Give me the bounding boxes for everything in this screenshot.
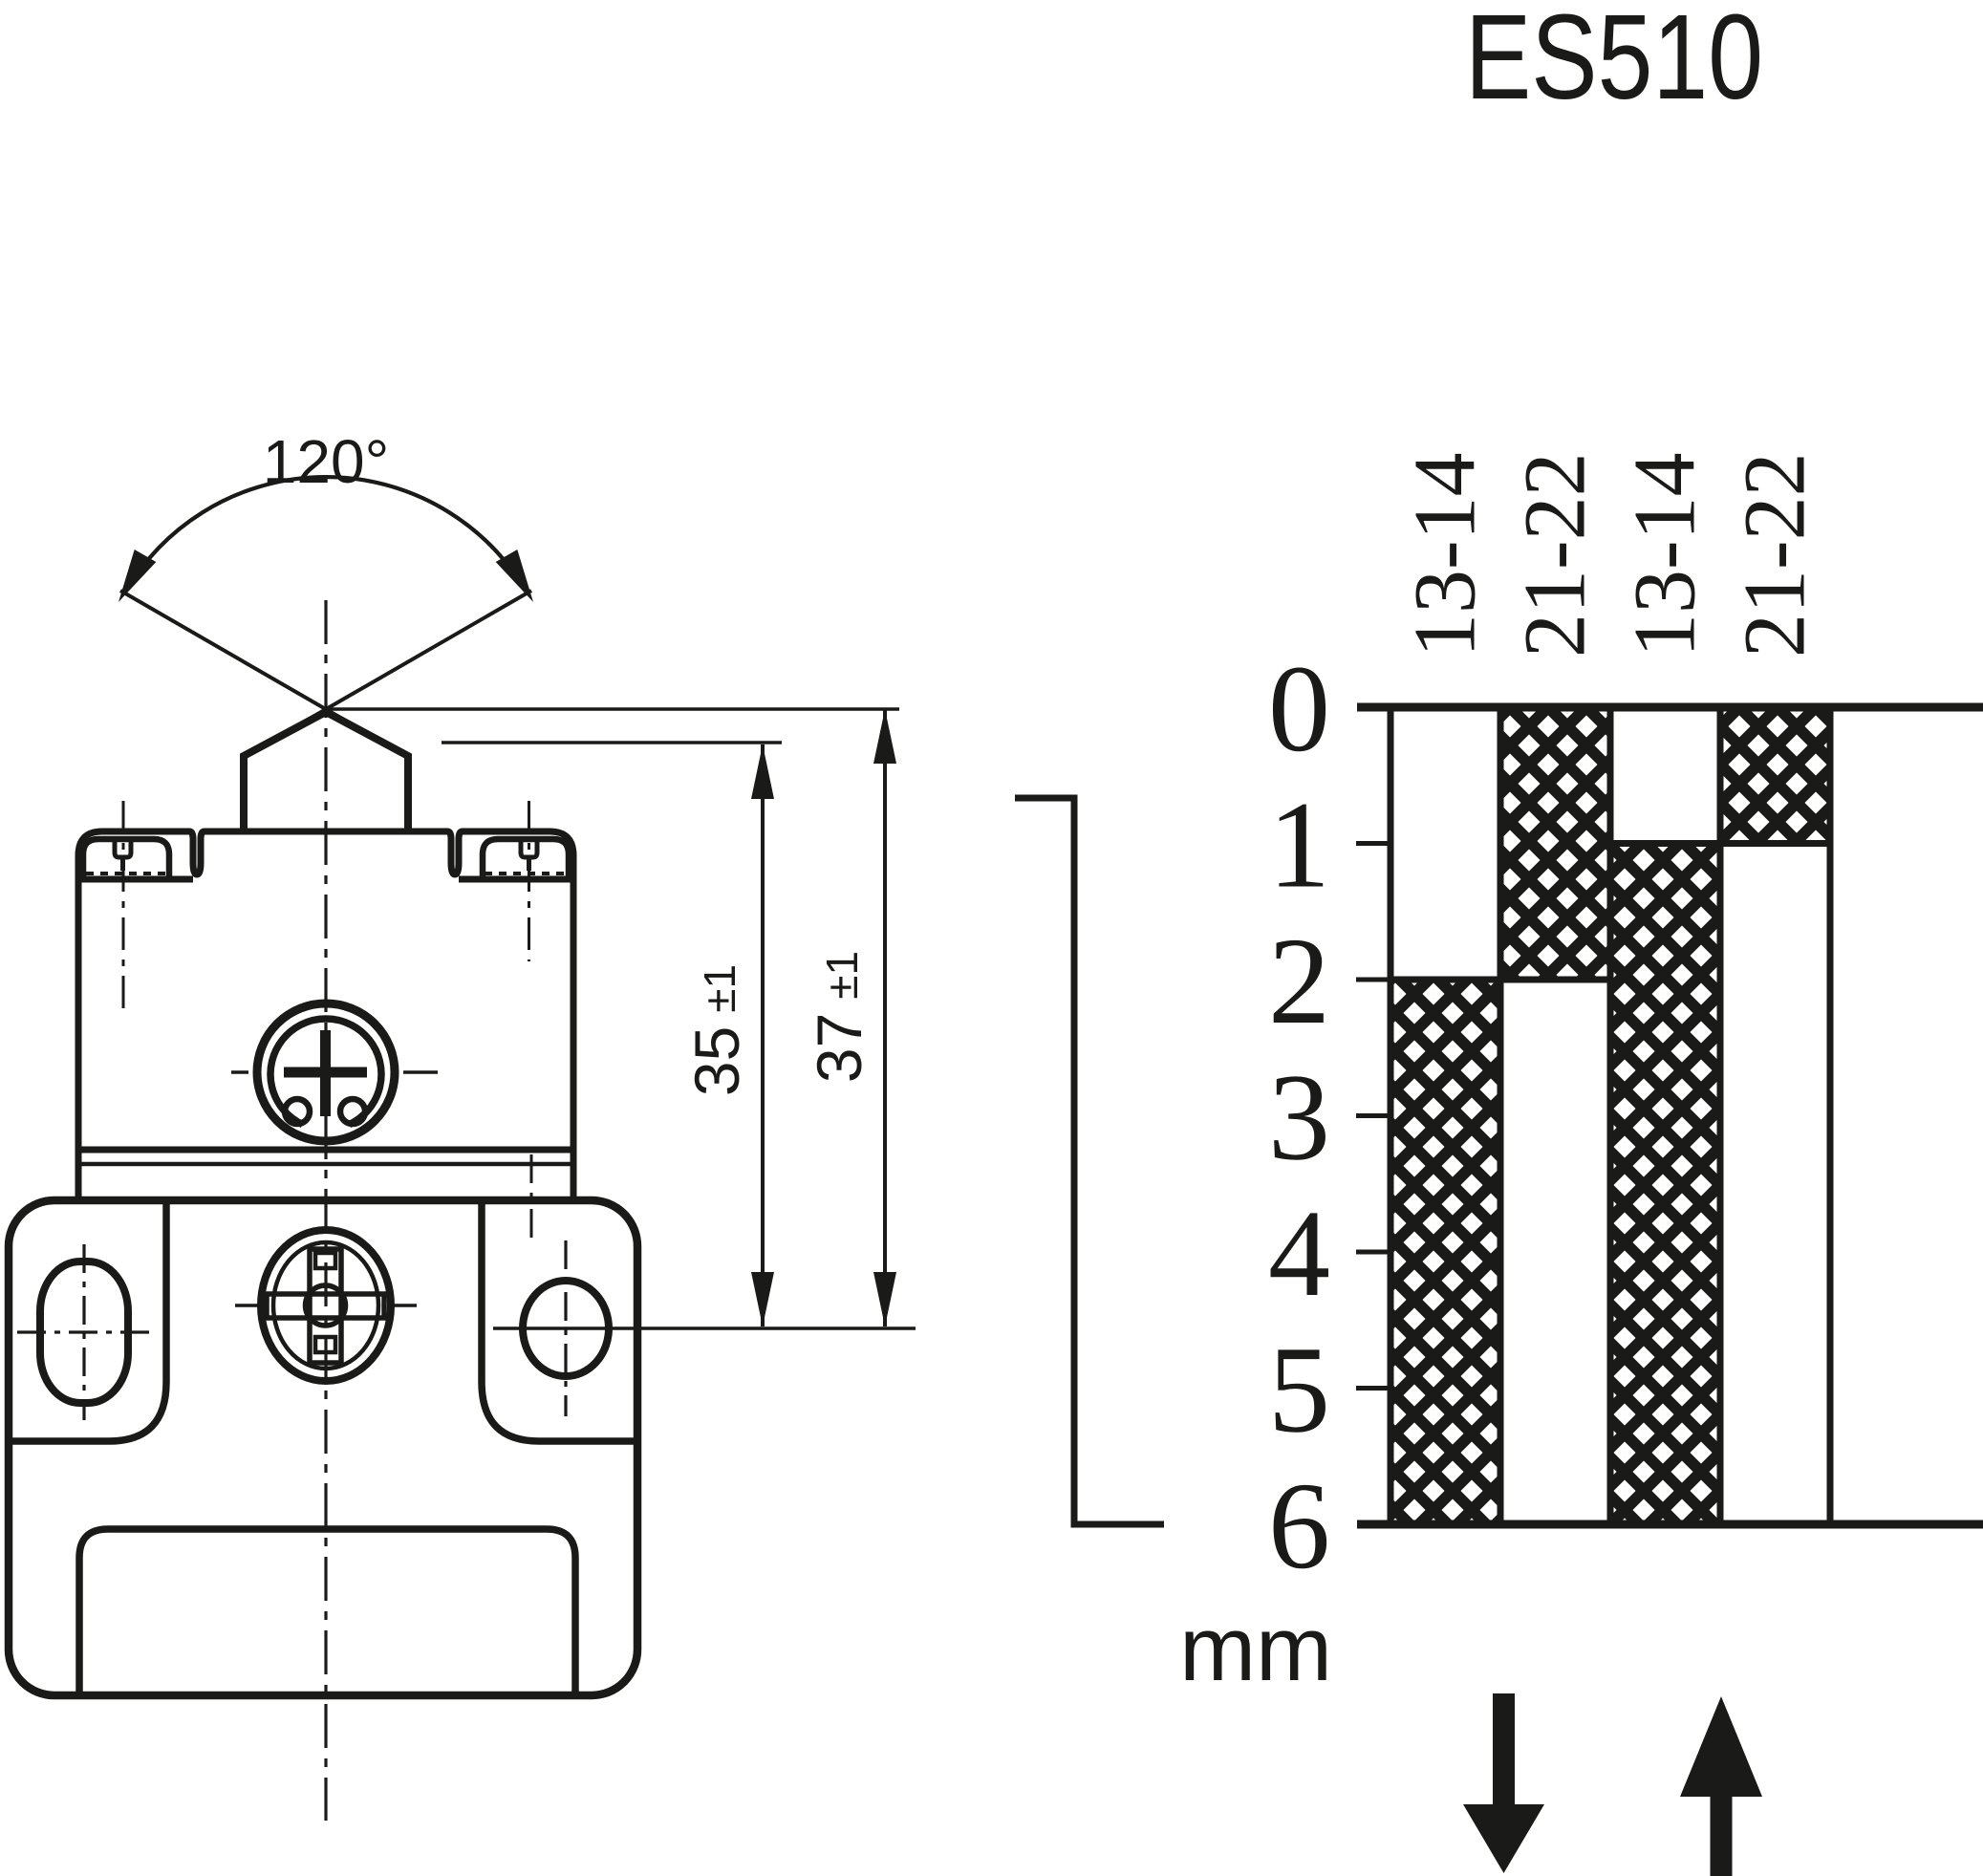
mm-tick-label-0: 0	[1268, 640, 1330, 778]
mm-tick-label-5: 5	[1268, 1322, 1330, 1459]
travel-column-1-closed	[1387, 976, 1504, 1528]
dim-37-tolerance: ±1	[817, 951, 867, 1000]
actuation-down-arrow	[1493, 1693, 1515, 1810]
angle-label: 120°	[263, 427, 389, 496]
mm-tick-label-3: 3	[1268, 1049, 1330, 1187]
reference-bracket	[1015, 794, 1164, 1528]
actuation-arrows	[1463, 1693, 1762, 1876]
mm-tick-label-4: 4	[1268, 1185, 1330, 1323]
dim-37-value: 37	[804, 1013, 874, 1083]
mounting-hole-left	[17, 1244, 153, 1420]
base-inner-contour-right	[478, 1200, 636, 1445]
svg-text:35±1: 35±1	[681, 964, 752, 1096]
diagram-title: ES510	[1465, 0, 1763, 124]
head-screw-right	[459, 801, 572, 1247]
actuation-up-arrow	[1710, 1797, 1733, 1876]
unit-label: mm	[1179, 1598, 1332, 1700]
mm-tick-label-6: 6	[1268, 1457, 1330, 1595]
retaining-ring	[231, 999, 438, 1146]
svg-text:37±1: 37±1	[804, 951, 874, 1083]
actuation-down-arrowhead	[1463, 1804, 1544, 1873]
dim-35-tolerance: ±1	[695, 964, 744, 1013]
mm-tick-label-1: 1	[1268, 777, 1330, 915]
actuation-up-arrowhead	[1680, 1696, 1762, 1797]
head-screw-left	[79, 801, 193, 1009]
dim-35-value: 35	[681, 1026, 752, 1096]
dimension-35: 35±1	[681, 744, 774, 1326]
travel-column-3-closed	[1606, 840, 1724, 1528]
arc-arrowhead-left	[119, 550, 157, 602]
mounting-base	[4, 1196, 642, 1700]
limit-switch-drawing: 120°	[4, 427, 916, 1821]
travel-column-2-closed	[1497, 703, 1614, 983]
base-bottom-panel	[75, 1525, 579, 1693]
dimension-extension-lines	[326, 707, 916, 1330]
contact-label-4: 21-22	[1726, 452, 1823, 658]
contact-label-3: 13-14	[1616, 452, 1714, 658]
mm-tick-label-2: 2	[1268, 913, 1330, 1050]
plunger	[240, 709, 412, 833]
phillips-screw	[235, 1226, 417, 1385]
arc-arrowhead-right	[495, 550, 533, 602]
angle-arc	[119, 474, 533, 602]
switch-head-outline	[75, 828, 577, 1200]
contact-label-2: 21-22	[1506, 452, 1604, 658]
travel-columns	[1387, 703, 1834, 1528]
contact-label-1: 13-14	[1396, 452, 1494, 658]
dimension-37: 37±1	[804, 709, 896, 1326]
base-inner-contour-left	[11, 1200, 170, 1445]
ring-cross	[284, 1030, 367, 1116]
travel-column-4-closed	[1716, 703, 1834, 847]
